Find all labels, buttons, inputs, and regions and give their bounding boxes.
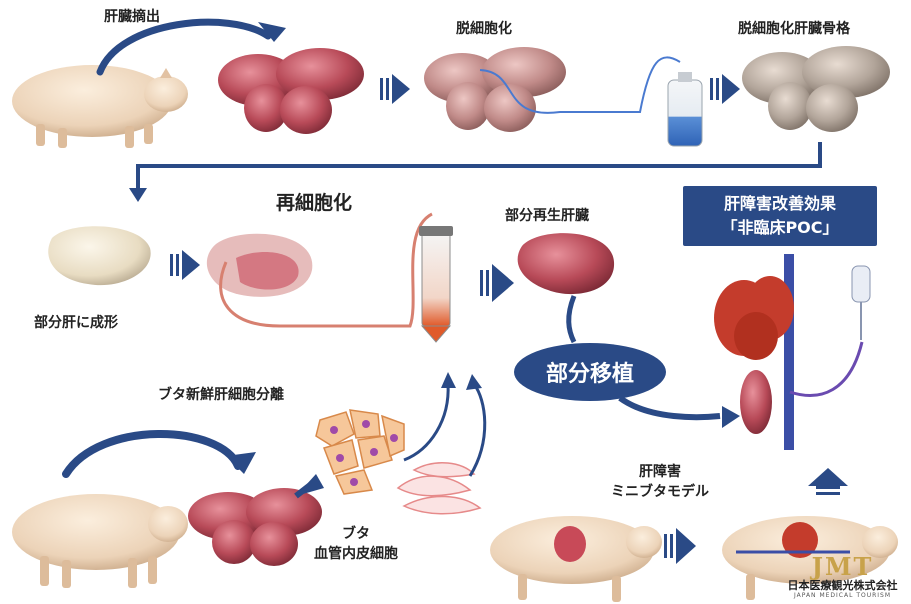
curved-arrow-extraction — [96, 18, 272, 76]
culture-tube — [419, 226, 453, 343]
curved-arrow-cells — [62, 430, 242, 478]
label-decellularized-scaffold: 脱細胞化肝臓骨格 — [738, 21, 850, 37]
arrow-step-1 — [380, 74, 410, 104]
arrow-step-2 — [710, 74, 740, 104]
label-partial-regenerated-liver: 部分再生肝臓 — [505, 208, 589, 224]
label-cell-isolation: ブタ新鮮肝細胞分離 — [158, 387, 284, 403]
label-shape-partial-liver: 部分肝に成形 — [34, 315, 118, 331]
partial-transplant-label: 部分移植 — [545, 362, 634, 387]
model-line-2: ミニブタモデル — [611, 484, 709, 500]
liver-extracted — [218, 48, 364, 134]
partial-transplant-oval: 部分移植 — [514, 343, 666, 401]
liver-recellularizing — [206, 233, 313, 297]
logo-mark: JMT — [811, 552, 874, 581]
step-arrows — [170, 74, 740, 564]
endothelial-line-1: ブタ — [342, 526, 370, 542]
effect-box-line-2: 「非臨床POC」 — [721, 218, 839, 237]
perfusion-bottle — [667, 72, 703, 147]
arrow-step-5 — [664, 528, 696, 564]
logo-name-jp: 日本医療観光株式会社 — [787, 579, 898, 592]
arrow-step-3 — [170, 250, 200, 280]
pig-bottom-left — [12, 494, 188, 588]
hepatocyte-nuclei — [330, 420, 398, 486]
up-arrow — [808, 468, 848, 495]
endothelial-cells — [396, 462, 482, 515]
arrow-step-4 — [480, 264, 514, 302]
pig-model — [490, 516, 662, 602]
label-minipig-model: 肝障害 ミニブタモデル — [590, 462, 730, 502]
hepatocyte-cluster — [315, 409, 405, 495]
effect-box-line-1: 肝障害改善効果 — [723, 194, 836, 213]
pig-transplanted — [722, 516, 898, 600]
endothelial-line-2: 血管内皮細胞 — [314, 546, 398, 562]
label-decellularization: 脱細胞化 — [456, 21, 512, 37]
logo-name-en: JAPAN MEDICAL TOURISM — [793, 592, 892, 599]
effect-box: 肝障害改善効果 「非臨床POC」 — [683, 186, 877, 246]
liver-bottom — [188, 488, 322, 566]
label-endothelial-cells: ブタ 血管内皮細胞 — [306, 524, 406, 564]
pig-top-left — [12, 65, 188, 148]
connector-line — [136, 142, 822, 190]
transplant-vessels — [784, 254, 871, 450]
curved-arrow-transplant — [618, 395, 721, 421]
model-line-1: 肝障害 — [639, 464, 681, 480]
partial-liver-shaped — [48, 226, 151, 286]
liver-scaffold — [742, 46, 890, 132]
liver-transplanted — [714, 276, 794, 434]
label-liver-extraction: 肝臓摘出 — [104, 9, 160, 25]
liver-decellularizing — [424, 47, 566, 132]
liver-partial-regenerated — [517, 233, 615, 295]
label-recellularization: 再細胞化 — [276, 192, 353, 214]
company-logo: JMT 日本医療観光株式会社 JAPAN MEDICAL TOURISM — [774, 555, 911, 604]
